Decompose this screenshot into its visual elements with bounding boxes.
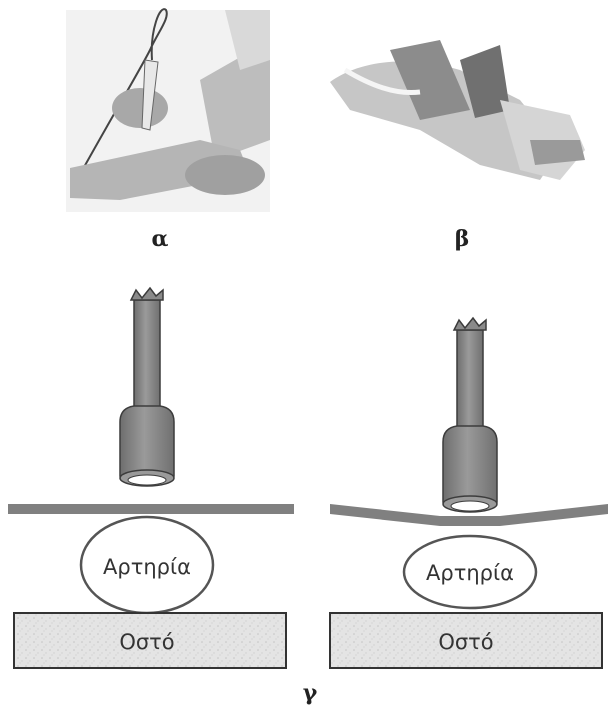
probe-head-right — [443, 426, 497, 502]
bone-label-right: Οστό — [438, 630, 493, 654]
caption-gamma: γ — [290, 680, 330, 706]
skin-layer-left — [8, 504, 294, 514]
caption-alpha: α — [140, 226, 180, 252]
probe-shaft-right — [457, 330, 483, 430]
artery-label-right: Αρτηρία — [426, 561, 514, 585]
probe-shaft-left — [134, 300, 160, 412]
probe-head-left — [120, 406, 174, 476]
artery-label-left: Αρτηρία — [103, 555, 191, 579]
diagram-left-no-compression — [8, 288, 294, 668]
diagram-right-compression — [330, 318, 608, 668]
bone-label-left: Οστό — [119, 630, 174, 654]
photo-a-pulse-palpation — [66, 9, 270, 212]
photo-b-wrist-device — [320, 15, 600, 195]
caption-beta: β — [442, 226, 482, 252]
